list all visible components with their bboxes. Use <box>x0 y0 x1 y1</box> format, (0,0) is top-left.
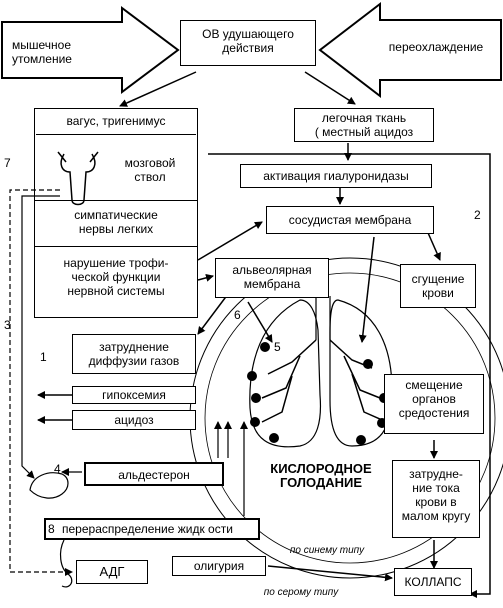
blood-thickening-box: сгущение крови <box>400 264 476 308</box>
right-block-arrow <box>318 1 502 99</box>
alveolar-membrane-box: альвеолярная мембрана <box>215 258 329 298</box>
fluid-redistribution-box: перераспределение жидк ости <box>44 518 260 540</box>
toxic-agent-box: ОВ удушающего действия <box>180 20 316 66</box>
alveolus <box>250 417 260 427</box>
blue-type-label: по синему типу <box>289 545 365 556</box>
pituitary-drawing <box>59 539 73 588</box>
adrenal-gland-drawing <box>29 472 69 499</box>
arrow-agent-to-lung <box>304 71 356 105</box>
mediastinum-box: смещение органов средостения <box>384 374 484 434</box>
hyaluronidase-box: активация гиалуронидазы <box>240 164 432 188</box>
hypothermia-label: переохлаждение <box>388 40 484 54</box>
trophic-label: нарушение трофи- ческой функции нервной … <box>63 256 169 298</box>
aldosterone-box: альдестерон <box>84 462 224 486</box>
adh-box: АДГ <box>76 560 148 584</box>
arrow-trophic-to-alveolar <box>197 273 214 282</box>
divider <box>34 246 198 247</box>
flow-difficulty-box: затрудне- ние тока крови в малом кругу <box>392 460 480 538</box>
muscle-fatigue-label: мышечное утомление <box>12 38 72 66</box>
arrow-trophic-to-membrane <box>197 221 263 261</box>
dashed-line-7 <box>9 189 73 576</box>
number-4: 4 <box>54 462 61 476</box>
alveolus <box>251 393 261 403</box>
vagus-label: вагус, тригенимус <box>36 114 196 135</box>
oxygen-starvation-title: КИСЛОРОДНОЕ ГОЛОДАНИЕ <box>270 461 372 490</box>
arrow-alveolar-to-diffusion <box>197 293 229 335</box>
lung-tissue-box: легочная ткань ( местный ацидоз <box>294 108 434 142</box>
gray-type-label: по серому типу <box>263 587 339 598</box>
alveolus <box>260 342 270 352</box>
brain-stem-label: мозговой ствол <box>124 156 176 184</box>
trachea <box>315 296 331 340</box>
alveolus <box>363 359 373 369</box>
collapse-box: КОЛЛАПС <box>394 568 472 596</box>
lung-circle-inner <box>204 272 496 564</box>
number-7: 7 <box>4 156 11 170</box>
alveolus <box>269 433 279 443</box>
number-5: 5 <box>274 340 281 354</box>
gas-diffusion-box: затруднение диффузии газов <box>72 334 196 374</box>
brain-stem-arrows <box>57 151 99 163</box>
alveolus <box>247 371 257 381</box>
oliguria-box: олигурия <box>172 556 266 576</box>
alveolus <box>356 435 366 445</box>
arrow-agent-to-vagus <box>119 71 197 107</box>
number-2: 2 <box>474 208 481 222</box>
vascular-membrane-box: сосудистая мембрана <box>266 206 434 234</box>
arrow-alveolar-to-lung <box>247 301 273 343</box>
acidosis-box: ацидоз <box>72 410 196 430</box>
bronchi-left <box>261 339 317 423</box>
nervous-system-column <box>34 108 198 318</box>
brain-stem-drawing <box>60 153 96 206</box>
hypoxemia-box: гипоксемия <box>72 386 196 404</box>
number-3: 3 <box>4 318 11 332</box>
sympathetic-label: симпатические нервы легких <box>74 208 158 236</box>
arrow-oliguria-to-collapse <box>267 565 393 582</box>
left-block-arrow <box>1 6 180 94</box>
number-8: 8 <box>48 522 55 536</box>
number-6: 6 <box>234 308 241 322</box>
divider <box>34 200 198 201</box>
arrow-membrane-to-lung <box>358 236 375 343</box>
line-3 <box>21 195 60 479</box>
number-1: 1 <box>40 350 47 364</box>
